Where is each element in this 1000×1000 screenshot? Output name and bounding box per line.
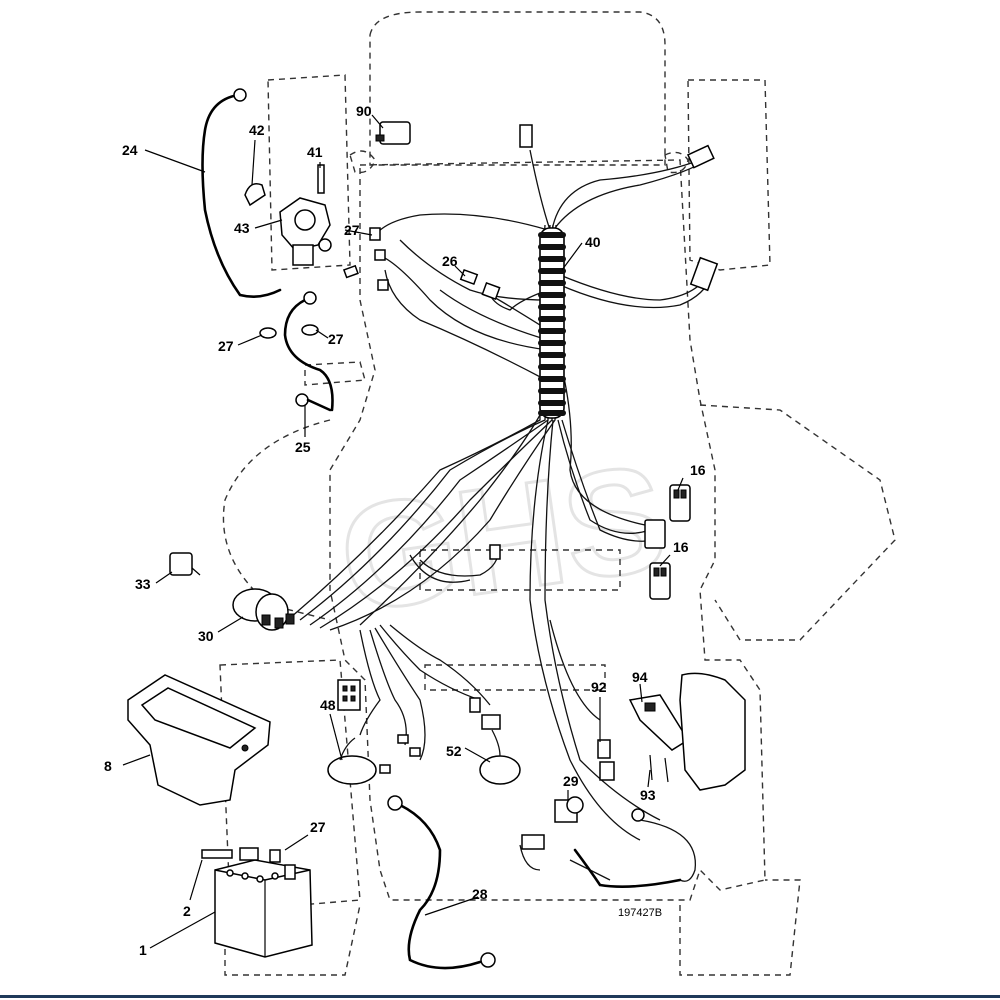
callout-40: 40 bbox=[585, 234, 601, 250]
leader-lines bbox=[122, 114, 684, 949]
callout-27-right: 27 bbox=[328, 331, 344, 347]
connectors-26 bbox=[459, 268, 501, 300]
harness-sleeve bbox=[538, 227, 566, 419]
relay-90 bbox=[375, 121, 411, 145]
switch-assembly bbox=[519, 672, 746, 888]
callout-8: 8 bbox=[104, 758, 112, 774]
callout-41: 41 bbox=[307, 144, 323, 160]
callout-90: 90 bbox=[356, 103, 372, 119]
callout-labels: 1 2 8 16 16 24 25 26 27 27 27 27 28 29 3… bbox=[104, 103, 706, 958]
battery-box bbox=[127, 674, 271, 806]
callout-92: 92 bbox=[591, 679, 607, 695]
callout-52: 52 bbox=[446, 743, 462, 759]
callout-94: 94 bbox=[632, 669, 648, 685]
callout-25: 25 bbox=[295, 439, 311, 455]
callout-30: 30 bbox=[198, 628, 214, 644]
chassis-outline bbox=[219, 11, 896, 976]
callout-26: 26 bbox=[442, 253, 458, 269]
bottom-rule bbox=[0, 995, 1000, 998]
callout-24: 24 bbox=[122, 142, 138, 158]
starter-solenoid bbox=[244, 164, 389, 339]
battery-cables bbox=[201, 88, 496, 970]
harness-connectors bbox=[379, 124, 719, 774]
drawing-number: 197427B bbox=[618, 907, 662, 919]
light-bulbs bbox=[327, 679, 521, 785]
callout-29: 29 bbox=[563, 773, 579, 789]
callout-27-left: 27 bbox=[218, 338, 234, 354]
watermark: GHS bbox=[330, 432, 675, 644]
callout-16-upper: 16 bbox=[690, 462, 706, 478]
ignition-switch bbox=[232, 588, 295, 631]
callout-43: 43 bbox=[234, 220, 250, 236]
ignition-key bbox=[169, 552, 201, 576]
callout-48: 48 bbox=[320, 697, 336, 713]
callout-33: 33 bbox=[135, 576, 151, 592]
callout-93: 93 bbox=[640, 787, 656, 803]
callout-27-solenoid: 27 bbox=[344, 222, 360, 238]
callout-42: 42 bbox=[249, 122, 265, 138]
callout-2: 2 bbox=[183, 903, 191, 919]
callout-27-battery: 27 bbox=[310, 819, 326, 835]
battery bbox=[201, 847, 313, 958]
callout-1: 1 bbox=[139, 942, 147, 958]
callout-16-lower: 16 bbox=[673, 539, 689, 555]
callout-28: 28 bbox=[472, 886, 488, 902]
plugs-16 bbox=[649, 484, 691, 600]
